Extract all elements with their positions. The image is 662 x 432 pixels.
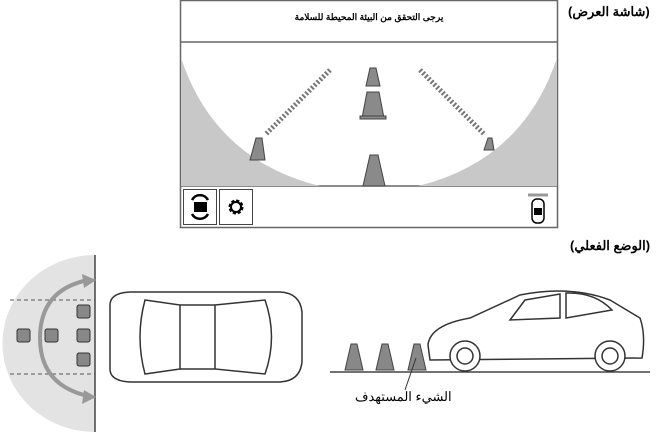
camera-switch-button[interactable] <box>183 189 217 225</box>
lane-line-left <box>263 68 332 137</box>
settings-button[interactable] <box>219 189 253 225</box>
top-view-objects <box>16 304 91 367</box>
camera-switch-icon <box>190 193 210 221</box>
right-gray-area <box>418 58 557 186</box>
target-leader-line <box>404 357 417 391</box>
car-top-view <box>109 291 303 383</box>
actual-situation-label: (الوضع الفعلي) <box>570 238 651 253</box>
lane-line-right <box>418 68 487 137</box>
sweep-arrow <box>37 278 89 398</box>
car-side-view <box>427 290 645 372</box>
car-sensor-icon <box>528 193 548 224</box>
left-gray-area <box>181 58 320 186</box>
target-object-label: الشيء المستهدف <box>355 389 452 404</box>
side-view-scene <box>330 290 650 391</box>
top-view-scene <box>2 255 303 432</box>
side-view-cones <box>344 343 427 371</box>
screen-message: يرجى التحقق من البيئة المحيطة للسلامة <box>294 12 444 22</box>
screen-cones <box>249 67 495 187</box>
display-screen-label: (شاشة العرض) <box>568 4 650 19</box>
display-screen <box>179 0 559 229</box>
